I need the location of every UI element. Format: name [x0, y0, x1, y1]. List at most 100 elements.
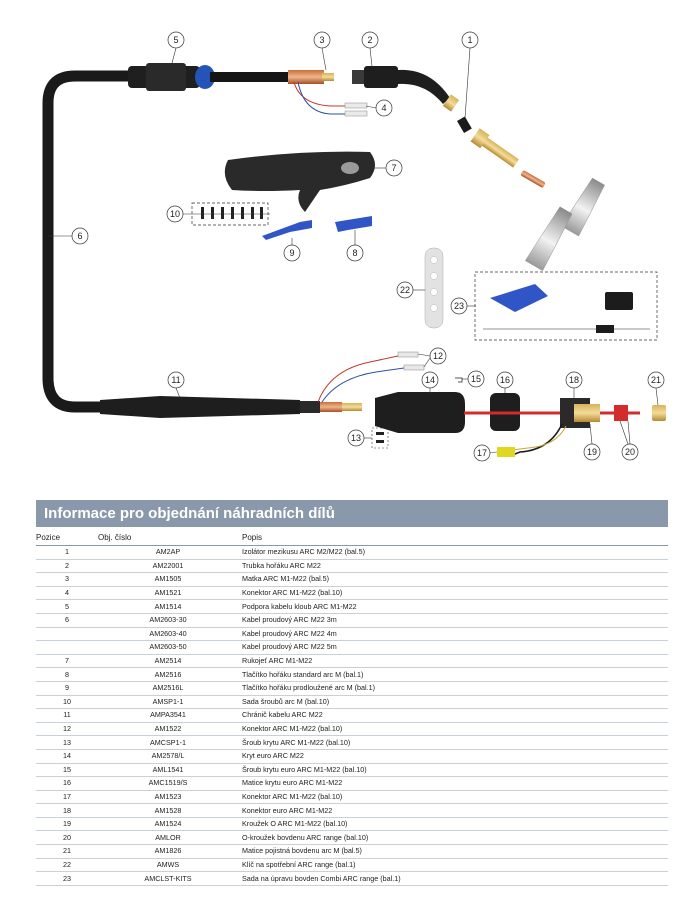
callout-16: 16	[500, 375, 510, 385]
callout-4: 4	[381, 103, 386, 113]
callout-1: 1	[467, 35, 472, 45]
cell-order-number: AMCSP1-1	[98, 735, 238, 750]
nozzle-short	[560, 177, 605, 237]
cell-order-number: AMPA3541	[98, 708, 238, 723]
power-cable	[42, 70, 141, 413]
cable-support	[128, 63, 290, 91]
cell-order-number: AMCLST-KITS	[98, 871, 238, 886]
cell-order-number: AM2603-40	[98, 627, 238, 642]
cell-order-number: AM2603-30	[98, 613, 238, 628]
cell-description: Kryt euro ARC M22	[238, 749, 668, 764]
cell-description: Kabel proudový ARC M22 5m	[238, 640, 668, 655]
cell-description: O-kroužek bovdenu ARC range (bal.10)	[238, 830, 668, 846]
callout-8: 8	[352, 248, 357, 258]
cell-order-number: AM1514	[98, 599, 238, 614]
cell-order-number: AM1826	[98, 844, 238, 859]
callout-21: 21	[651, 375, 661, 385]
callout-5: 5	[173, 35, 178, 45]
cell-order-number: AMC1519/S	[98, 776, 238, 791]
callout-3: 3	[319, 35, 324, 45]
cell-order-number: AM22001	[98, 559, 238, 574]
trigger-long	[262, 220, 312, 240]
cell-order-number: AM2516L	[98, 681, 238, 696]
cell-order-number: AML1541	[98, 763, 238, 778]
torch-neck	[398, 69, 450, 104]
cell-order-number: AMSP1-1	[98, 695, 238, 710]
cell-order-number: AMWS	[98, 858, 238, 873]
cell-position: 20	[36, 830, 98, 846]
wrench	[424, 247, 444, 329]
cell-description: Sada šroubů arc M (bal.10)	[238, 695, 668, 710]
section-title: Informace pro objednání náhradních dílů	[36, 500, 668, 527]
cell-description: Izolátor mezikusu ARC M2/M22 (bal.5)	[238, 545, 668, 560]
cell-position: 10	[36, 695, 98, 710]
cell-description: Matice krytu euro ARC M1-M22	[238, 776, 668, 791]
cell-order-number: AM1523	[98, 790, 238, 805]
cell-description: Konektor ARC M1-M22 (bal.10)	[238, 722, 668, 737]
trigger-standard	[335, 216, 372, 232]
cell-position: 9	[36, 681, 98, 696]
handle	[224, 151, 375, 212]
cell-position: 16	[36, 776, 98, 791]
header-description: Popis	[238, 530, 668, 546]
cell-description: Trubka hořáku ARC M22	[238, 559, 668, 574]
cable-protector	[100, 396, 300, 418]
cell-position: 15	[36, 763, 98, 778]
cell-description: Podpora kabelu kloub ARC M1-M22	[238, 599, 668, 614]
euro-cover	[375, 392, 465, 433]
cell-position: 5	[36, 599, 98, 614]
cell-description: Konektor ARC M1-M22 (bal.10)	[238, 790, 668, 805]
cell-order-number: AM2603-50	[98, 640, 238, 655]
cell-order-number: AM2AP	[98, 545, 238, 560]
cell-description: Matka ARC M1-M22 (bal.5)	[238, 572, 668, 587]
callout-2: 2	[367, 35, 372, 45]
cell-position: 11	[36, 708, 98, 723]
torch-exploded-diagram: 1 2 3 4 5 6 7 8 9 10 11 12 13 14 15 16 1…	[42, 31, 666, 462]
callout-18: 18	[569, 375, 579, 385]
insulator	[457, 116, 472, 134]
cell-position: 18	[36, 803, 98, 818]
cell-description: Klíč na spotřební ARC range (bal.1)	[238, 858, 668, 873]
callout-9: 9	[289, 248, 294, 258]
cell-description: Konektor ARC M1-M22 (bal.10)	[238, 586, 668, 601]
header-position: Pozice	[36, 530, 98, 546]
nozzle-long	[524, 206, 573, 272]
callout-11: 11	[171, 375, 180, 385]
cell-description: Rukojeť ARC M1-M22	[238, 654, 668, 669]
contact-tip	[520, 170, 546, 188]
callout-15: 15	[471, 374, 481, 384]
cell-position: 6	[36, 613, 98, 628]
cell-description: Chránič kabelu ARC M22	[238, 708, 668, 723]
callout-14: 14	[425, 375, 435, 385]
nut-brass	[288, 70, 324, 84]
cell-description: Kroužek O ARC M1-M22 (bal.10)	[238, 817, 668, 832]
cell-position: 2	[36, 559, 98, 574]
table-header-row: Pozice Obj. číslo Popis	[36, 530, 668, 546]
cell-position	[36, 640, 98, 655]
gas-diffuser	[470, 128, 519, 168]
cell-description: Tlačítko hořáku prodloužené arc M (bal.1…	[238, 681, 668, 696]
